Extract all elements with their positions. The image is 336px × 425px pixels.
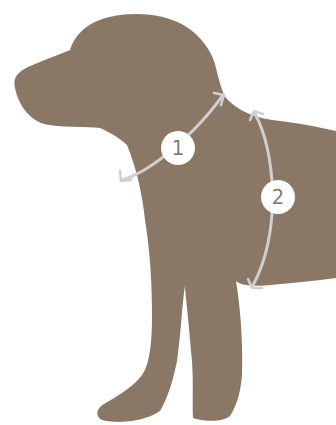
chest-marker: 2: [261, 180, 295, 214]
chest-marker-label: 2: [272, 185, 285, 209]
dog-silhouette: [14, 14, 336, 422]
neck-marker-label: 1: [172, 136, 185, 160]
neck-marker: 1: [161, 131, 195, 165]
